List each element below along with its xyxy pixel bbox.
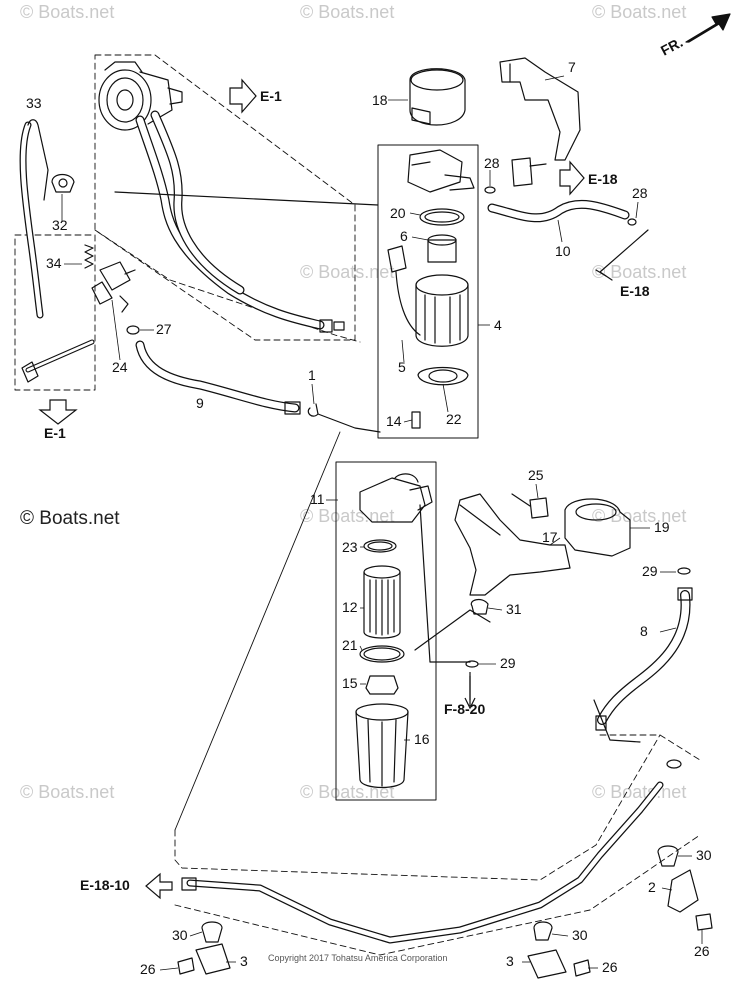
- part-label-25: 25: [528, 467, 544, 483]
- ref-arrow-e1810: [145, 872, 173, 900]
- part-label-18: 18: [372, 92, 388, 108]
- part-label-9: 9: [196, 395, 204, 411]
- part-label-16: 16: [414, 731, 430, 747]
- part-label-26c: 26: [602, 959, 618, 975]
- part-label-2: 2: [648, 879, 656, 895]
- ref-e1-top: E-1: [260, 88, 282, 104]
- part-label-12: 12: [342, 599, 358, 615]
- direction-label: FR.: [658, 34, 685, 59]
- band-clamp: [409, 68, 466, 126]
- watermark-main: © Boats.net: [20, 508, 120, 529]
- part-label-29a: 29: [642, 563, 658, 579]
- part-label-34: 34: [46, 255, 62, 271]
- filter-element: [363, 565, 401, 639]
- part-label-7: 7: [568, 59, 576, 75]
- part-label-26a: 26: [694, 943, 710, 959]
- filter-band: [564, 498, 631, 557]
- filter-cup: [355, 703, 409, 789]
- ref-e1-bottom: E-1: [44, 425, 66, 441]
- part-label-14: 14: [386, 413, 402, 429]
- part-label-21: 21: [342, 637, 358, 653]
- part-label-10: 10: [555, 243, 571, 259]
- filter-bracket: [454, 493, 571, 596]
- part-label-27: 27: [156, 321, 172, 337]
- ref-arrow-e18: [559, 160, 585, 196]
- part-label-3a: 3: [240, 953, 248, 969]
- part-label-15: 15: [342, 675, 358, 691]
- part-label-17: 17: [542, 529, 558, 545]
- part-label-11: 11: [310, 491, 325, 507]
- ref-arrow-e1-top: [229, 78, 257, 114]
- filter-bowl: [415, 274, 469, 347]
- part-label-32: 32: [52, 217, 68, 233]
- part-label-33: 33: [26, 95, 42, 111]
- copyright-notice: Copyright 2017 Tohatsu America Corporati…: [268, 953, 448, 963]
- front-direction-arrow: FR.: [658, 13, 731, 59]
- part-label-22: 22: [446, 411, 462, 427]
- ref-e18-10: E-18-10: [80, 877, 130, 893]
- part-label-6: 6: [400, 228, 408, 244]
- part-label-20: 20: [390, 205, 406, 221]
- part-label-1: 1: [308, 367, 316, 383]
- part-label-30c: 30: [572, 927, 588, 943]
- part-label-5: 5: [398, 359, 406, 375]
- part-label-28b: 28: [632, 185, 648, 201]
- part-label-30a: 30: [696, 847, 712, 863]
- ref-arrow-e1-bottom: [38, 399, 78, 425]
- part-label-8: 8: [640, 623, 648, 639]
- filter-head: [359, 473, 433, 523]
- check-valve: [91, 261, 136, 313]
- part-label-30b: 30: [172, 927, 188, 943]
- part-label-26b: 26: [140, 961, 156, 977]
- filter-cap: [407, 149, 475, 193]
- part-label-28a: 28: [484, 155, 500, 171]
- part-label-23: 23: [342, 539, 358, 555]
- part-label-4: 4: [494, 317, 502, 333]
- part-label-3b: 3: [506, 953, 514, 969]
- part-label-24: 24: [112, 359, 128, 375]
- ref-f8-20: F-8-20: [444, 701, 485, 717]
- part-label-29b: 29: [500, 655, 516, 671]
- part-label-31: 31: [506, 601, 522, 617]
- ref-e18-a: E-18: [588, 171, 618, 187]
- ref-e18-b: E-18: [620, 283, 650, 299]
- part-label-19: 19: [654, 519, 670, 535]
